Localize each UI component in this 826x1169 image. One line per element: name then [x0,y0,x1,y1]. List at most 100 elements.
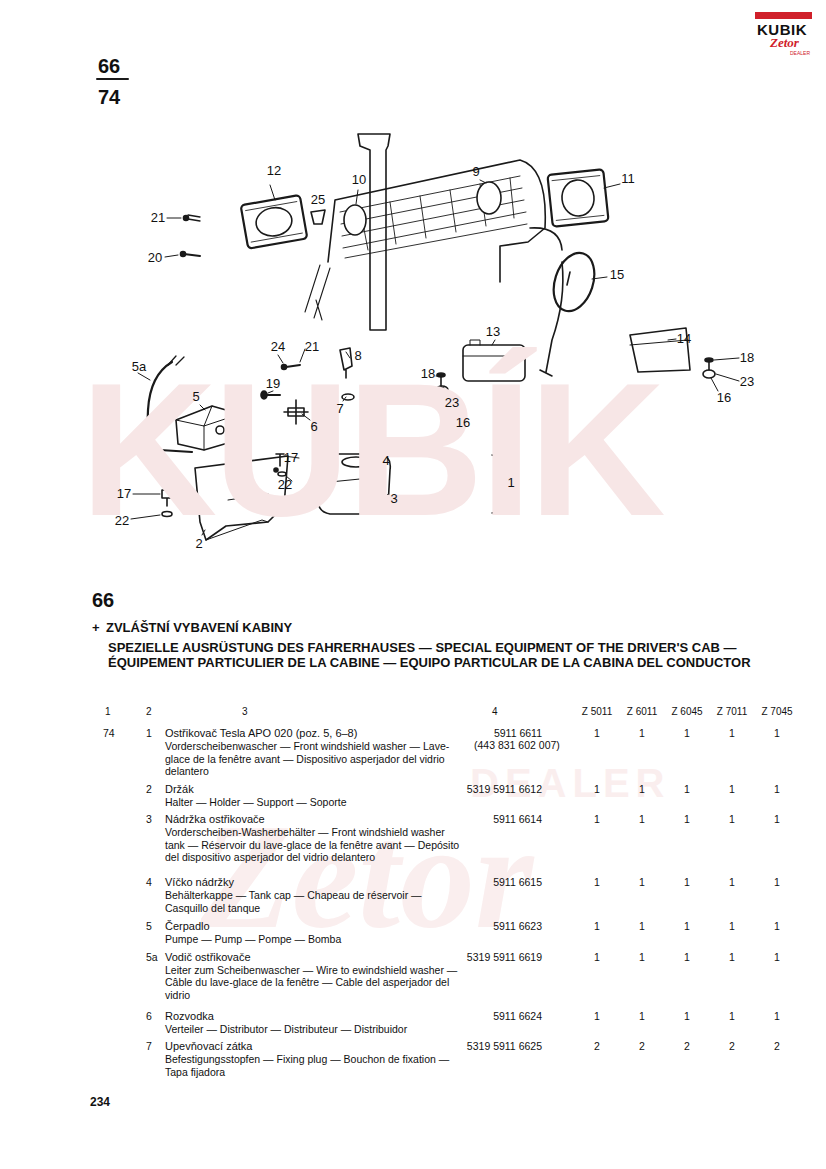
table-cell: Leiter zum Scheibenwascher — Wire to ewi… [165,964,465,1002]
drawing-stroke [592,277,607,279]
drawing-stroke [188,215,200,221]
callout-number: 12 [267,164,281,179]
drawing-stroke [716,374,739,381]
callout-number: 6 [310,420,317,435]
column-header: Z 6011 [627,706,657,718]
column-header: 2 [146,706,152,718]
drawing-stroke [246,202,303,243]
column-header: Z 5011 [582,706,612,718]
table-cell: 2 [774,1040,780,1053]
column-header: 3 [242,706,248,718]
drawing-stroke [241,195,308,249]
table-cell: 1 [639,727,645,740]
callout-number: 5a [132,360,146,375]
table-cell: 1 [774,727,780,740]
drawing-stroke [480,180,486,183]
drawing-stroke [356,190,358,204]
table-cell: 2 [639,1040,645,1053]
table-cell: 1 [729,1010,735,1023]
table-cell: 1 [729,920,735,933]
table-cell: 1 [594,876,600,889]
column-header: 4 [492,706,498,718]
drawing-stroke [547,169,608,227]
callout-number: 25 [311,193,325,208]
table-cell: 1 [729,876,735,889]
table-cell: 1 [594,783,600,796]
table-cell: 2 [729,1040,735,1053]
table-cell: 2 [684,1040,690,1053]
callout-number: 23 [445,396,459,411]
part-name: Čerpadlo [165,920,465,933]
part-number: 5911 6611 [432,727,542,739]
callout-number: 14 [677,332,691,347]
table-cell: 1 [594,920,600,933]
table-cell: 1 [594,1010,600,1023]
page-number: 74 [98,86,120,109]
drawing-stroke [708,362,710,370]
callout-number: 16 [717,391,731,406]
callout-number: 2 [195,537,202,552]
drawing-stroke [711,378,718,391]
part-name: Nádržka ostřikovače [165,813,465,826]
table-cell: 1 [729,813,735,826]
callout-number: 22 [115,514,129,529]
table-cell: 4 [146,876,152,889]
table-cell: 1 [684,951,690,964]
table-cell: Vorderscheibenwascher — Front windshield… [165,740,465,778]
drawing-stroke [477,182,501,214]
part-name: Víčko nádržky [165,876,465,889]
drawing-stroke [703,370,715,378]
drawing-stroke [241,195,308,249]
callout-number: 3 [390,492,397,507]
table-cell: 5 [146,920,152,933]
logo-text: DEALER [790,51,810,57]
watermark: KUBÍK [80,340,662,559]
drawing-stroke [755,12,812,19]
drawing-stroke [270,185,275,200]
part-number: 5911 6623 [432,920,542,932]
table-cell: 1 [639,1010,645,1023]
drawing-stroke [560,178,596,217]
table-cell: 1 [774,951,780,964]
drawing-stroke [530,228,562,250]
part-name: Rozvodka [165,1010,465,1023]
table-cell: 1 [594,951,600,964]
callout-number: 11 [621,172,635,187]
drawing-stroke [305,265,330,320]
table-cell: 1 [774,1010,780,1023]
drawing-stroke [328,160,545,282]
column-header: Z 7011 [717,706,747,718]
table-cell: 7 [146,1040,152,1053]
column-header: Z 7045 [761,706,792,718]
page-number: 66 [92,589,114,612]
column-header: Z 6045 [671,706,702,718]
drawing-stroke [165,255,178,257]
table-cell: 6 [146,1010,152,1023]
callout-number: 16 [456,416,470,431]
part-number: 5319 5911 6612 [432,783,542,795]
table-cell: 1 [684,727,690,740]
section-title: + [92,621,100,636]
drawing-stroke [167,218,181,219]
table-cell: 3 [146,813,152,826]
table-cell: 1 [774,920,780,933]
callout-number: 20 [148,251,162,266]
table-cell: 1 [594,727,600,740]
drawing-stroke [547,169,608,227]
table-cell: 1 [684,920,690,933]
drawing-stroke [184,216,189,221]
table-cell: 1 [774,783,780,796]
drawing-stroke [254,205,294,239]
callout-number: 1 [507,476,514,491]
callout-number: 17 [117,487,131,502]
table-cell: 1 [774,876,780,889]
part-number: 5911 6614 [432,813,542,825]
drawing-stroke [552,176,604,221]
table-cell: 1 [639,920,645,933]
callout-number: 19 [266,377,280,392]
table-cell: 1 [774,813,780,826]
table-cell: 1 [594,813,600,826]
drawing-stroke [340,176,527,258]
